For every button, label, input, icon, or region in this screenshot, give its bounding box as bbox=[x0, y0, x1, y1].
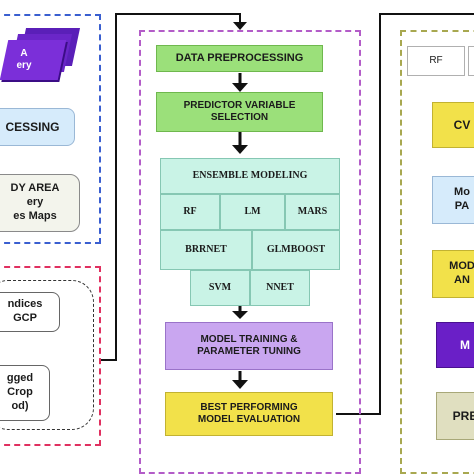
mo-pa-box: Mo PA bbox=[432, 176, 474, 224]
model-nnet: NNET bbox=[250, 270, 310, 306]
model-glmboost: GLMBOOST bbox=[252, 230, 340, 270]
right-panel bbox=[400, 30, 474, 474]
model-lm: LM bbox=[220, 194, 285, 230]
arrowhead-1 bbox=[232, 83, 248, 92]
study-area-box: DY AREA ery es Maps bbox=[0, 174, 80, 232]
arrowhead-top bbox=[233, 22, 247, 30]
arrowhead-4 bbox=[232, 380, 248, 389]
model-training-box: MODEL TRAINING & PARAMETER TUNING bbox=[165, 322, 333, 370]
lagged-crop-box: gged Crop od) bbox=[0, 365, 50, 421]
center-panel bbox=[139, 30, 361, 474]
best-model-box: BEST PERFORMING MODEL EVALUATION bbox=[165, 392, 333, 436]
model-svm: SVM bbox=[190, 270, 250, 306]
data-preprocessing-box: DATA PREPROCESSING bbox=[156, 45, 323, 72]
imagery-stack: A ery bbox=[0, 26, 81, 82]
pre-box: PRE bbox=[436, 392, 474, 440]
ensemble-title: ENSEMBLE MODELING bbox=[160, 158, 340, 194]
m-box: M bbox=[436, 322, 474, 368]
chip-partial bbox=[468, 46, 474, 76]
cv-box: CV bbox=[432, 102, 474, 148]
rf-chip: RF bbox=[407, 46, 465, 76]
connector-center-to-right bbox=[336, 13, 474, 415]
ensemble-modeling-group: ENSEMBLE MODELING RF LM MARS BRRNET GLMB… bbox=[160, 158, 340, 306]
mod-an-box: MOD AN bbox=[432, 250, 474, 298]
indices-box: ndices GCP bbox=[0, 292, 60, 332]
arrowhead-2 bbox=[232, 145, 248, 154]
arrowhead-3 bbox=[232, 311, 248, 319]
left-panel-top bbox=[0, 14, 101, 244]
imagery-label: A ery bbox=[16, 47, 32, 72]
processing-box: CESSING bbox=[0, 108, 75, 146]
model-mars: MARS bbox=[285, 194, 340, 230]
model-brrnet: BRRNET bbox=[160, 230, 252, 270]
left-panel-bottom bbox=[0, 266, 101, 446]
predictor-selection-box: PREDICTOR VARIABLE SELECTION bbox=[156, 92, 323, 132]
model-rf: RF bbox=[160, 194, 220, 230]
connector-left-to-center bbox=[101, 13, 241, 361]
data-group-outline bbox=[0, 280, 94, 430]
